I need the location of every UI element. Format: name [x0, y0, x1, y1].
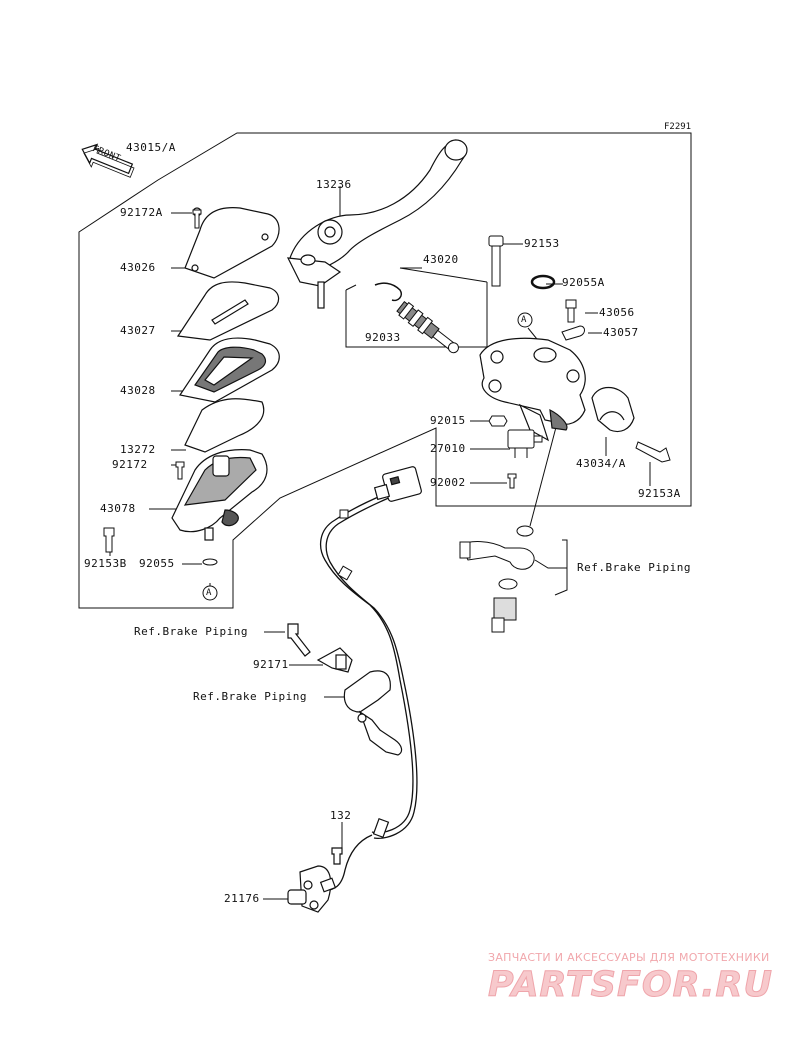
brake-switch — [507, 429, 543, 458]
callout-132: 132 — [330, 809, 352, 822]
clamp — [591, 386, 635, 433]
diaphragm — [179, 337, 280, 403]
diagram-code: F2291 — [664, 122, 692, 132]
callout-92055: 92055 — [139, 557, 175, 570]
callout-92172a: 92172A — [120, 206, 163, 219]
brake-hose-fittings — [459, 525, 535, 633]
callout-43026: 43026 — [120, 261, 156, 274]
callout-43034a: 43034/A — [576, 457, 626, 470]
nut-92015 — [488, 415, 508, 427]
callout-43020: 43020 — [423, 253, 459, 266]
watermark-brand: PARTSFOR.RU — [488, 965, 773, 1006]
marker-a-bottom: A — [206, 588, 212, 598]
watermark-tagline: ЗАПЧАСТИ И АКСЕССУАРЫ ДЛЯ МОТОТЕХНИКИ — [488, 951, 770, 964]
ref-marker-a-top — [517, 312, 533, 328]
callout-92171: 92171 — [253, 658, 289, 671]
callout-92015: 92015 — [430, 414, 466, 427]
screw-92172 — [175, 461, 185, 480]
float-plate — [184, 398, 265, 453]
reservoir-plate — [176, 281, 280, 341]
callout-92002: 92002 — [430, 476, 466, 489]
marker-a-top: A — [521, 315, 527, 325]
bleeder-valve — [565, 299, 577, 323]
kit-bracket — [345, 282, 488, 348]
piston-kit — [374, 282, 459, 354]
callout-43027: 43027 — [120, 324, 156, 337]
callout-21176: 21176 — [224, 892, 260, 905]
bracket-92171 — [287, 623, 353, 673]
callout-ref-brake-piping-upper: Ref.Brake Piping — [134, 625, 248, 638]
callout-ref-brake-piping-right: Ref.Brake Piping — [577, 561, 691, 574]
bolt-92153 — [488, 235, 504, 287]
hose-clip — [343, 670, 403, 756]
callout-92055a: 92055A — [562, 276, 605, 289]
reservoir-body — [171, 449, 268, 541]
screw-92172A — [192, 209, 202, 229]
callout-43078: 43078 — [100, 502, 136, 515]
abs-sensor — [287, 818, 390, 913]
callout-92153b: 92153B — [84, 557, 127, 570]
bolt-92153A — [635, 441, 671, 463]
callout-92153: 92153 — [524, 237, 560, 250]
oring-92055 — [202, 558, 218, 566]
callout-ref-brake-piping-lower: Ref.Brake Piping — [193, 690, 307, 703]
callout-27010: 27010 — [430, 442, 466, 455]
callout-13236: 13236 — [316, 178, 352, 191]
bleeder-cap — [561, 325, 585, 341]
front-arrow-icon — [81, 143, 135, 178]
callout-43056: 43056 — [599, 306, 635, 319]
sensor-connector — [373, 466, 422, 502]
grommet — [337, 509, 353, 581]
callout-13272: 13272 — [120, 443, 156, 456]
master-cylinder — [479, 337, 586, 442]
assembly-outline — [78, 132, 692, 609]
callout-92172: 92172 — [112, 458, 148, 471]
oring-92055A — [530, 274, 556, 290]
callout-92153a: 92153A — [638, 487, 681, 500]
bolt-92153B — [103, 527, 115, 553]
brake-lever — [286, 139, 468, 309]
callout-43057: 43057 — [603, 326, 639, 339]
callout-43028: 43028 — [120, 384, 156, 397]
callout-43015a: 43015/A — [126, 141, 176, 154]
callout-92033: 92033 — [365, 331, 401, 344]
ref-marker-a-bottom — [202, 585, 218, 601]
screw-92002 — [507, 473, 517, 489]
